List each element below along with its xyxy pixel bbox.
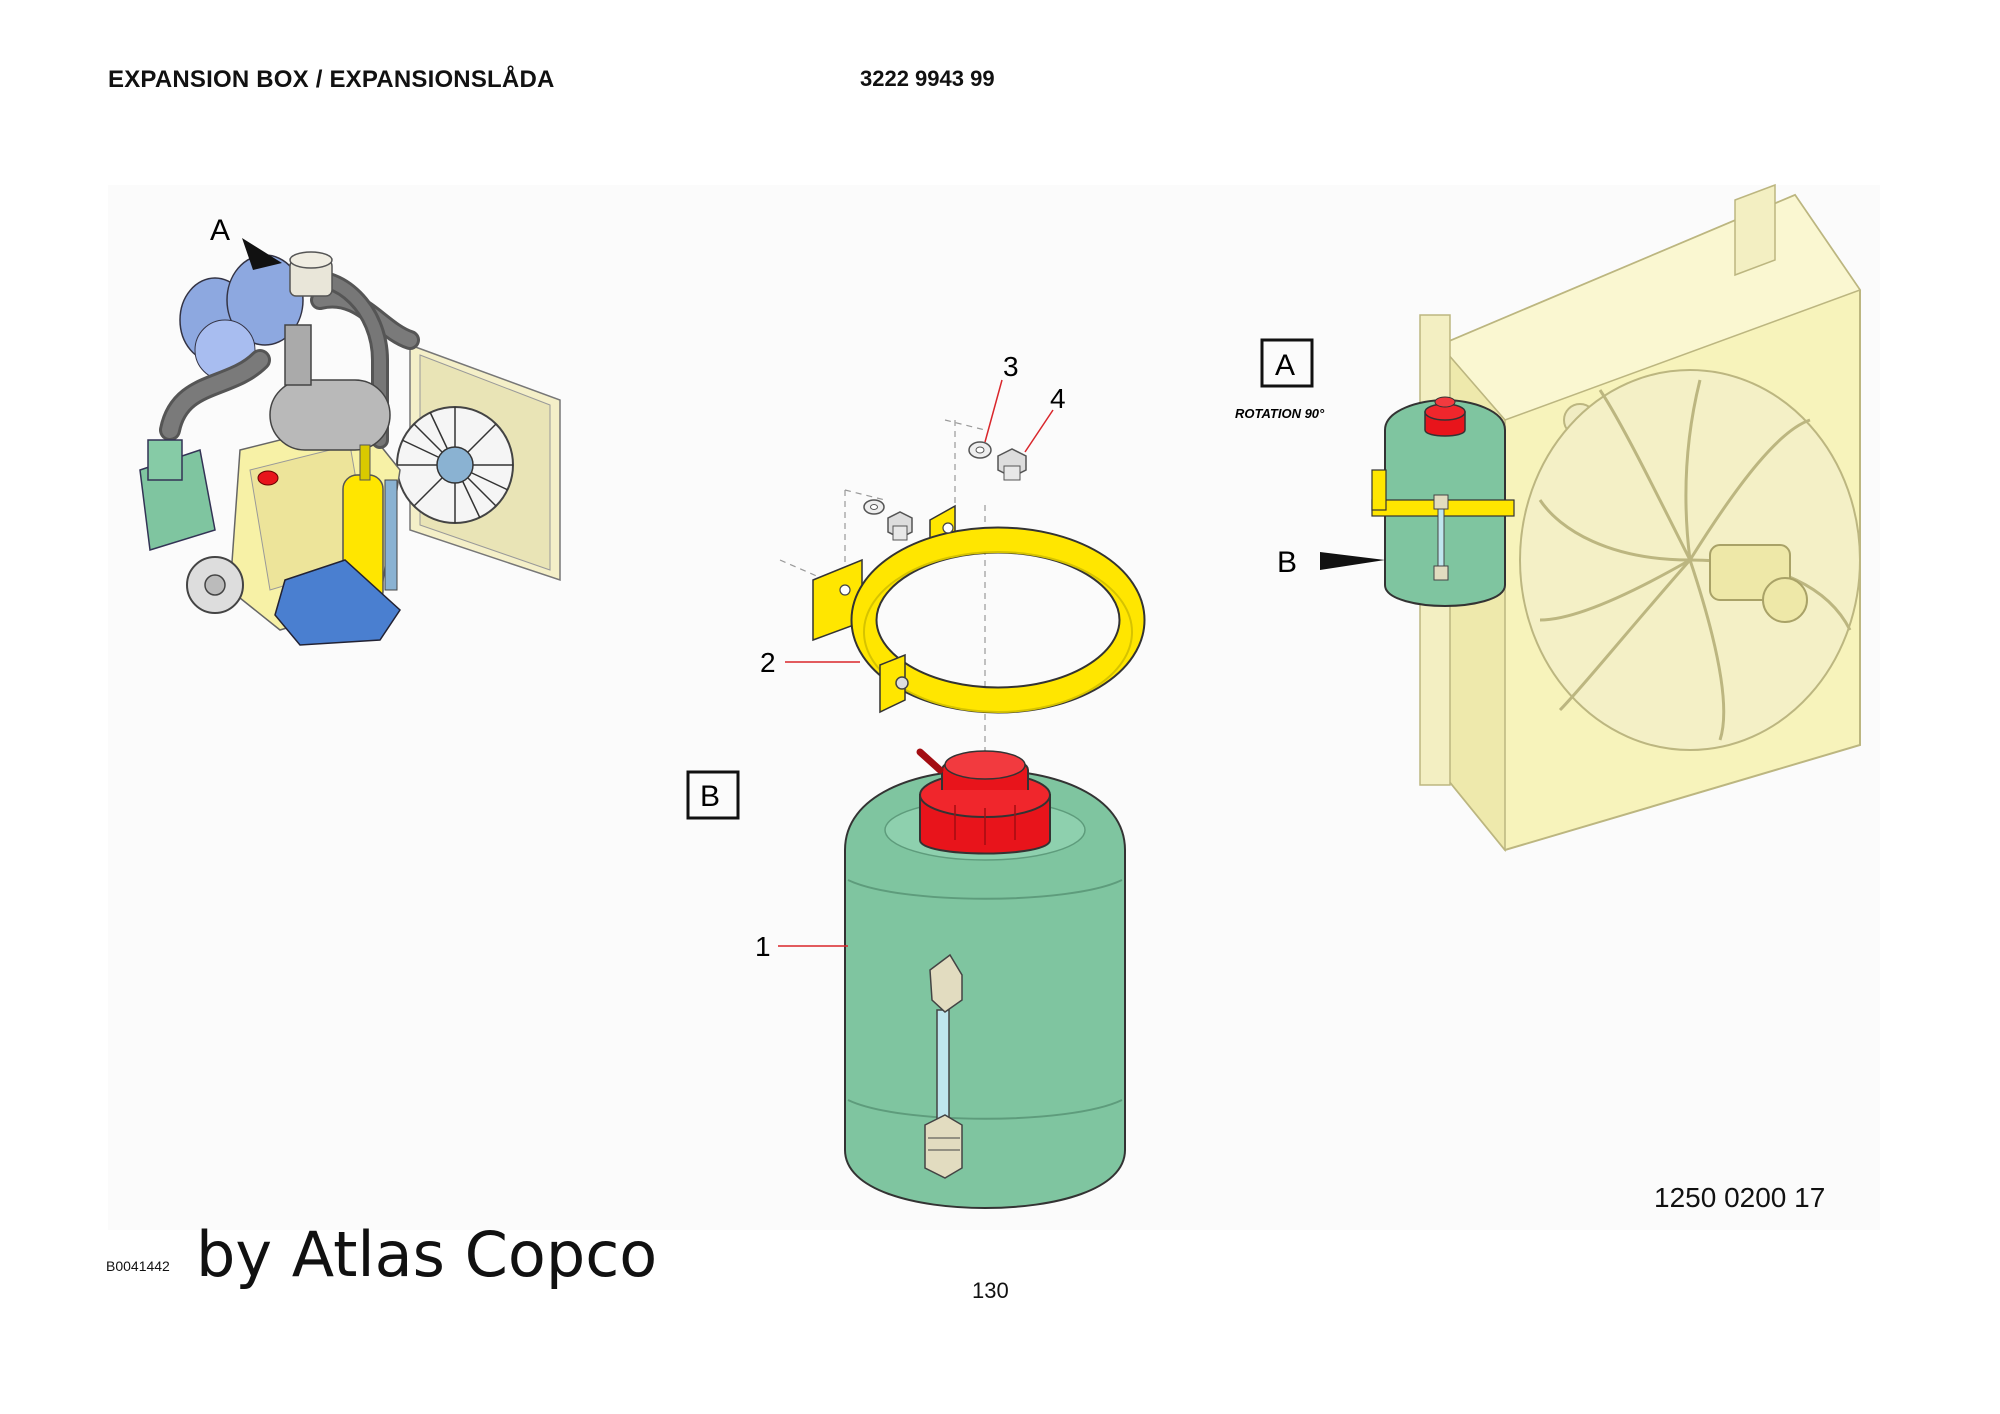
washer-item-3 bbox=[968, 441, 992, 459]
callout-item-1: 1 bbox=[755, 931, 771, 962]
callout-leaders bbox=[778, 379, 1054, 947]
watermark-text: by Atlas Copco bbox=[196, 1218, 658, 1291]
drawing-number: B0041442 bbox=[106, 1258, 170, 1274]
bolt-item-4 bbox=[997, 448, 1027, 481]
view-a-arrow bbox=[242, 238, 282, 270]
rotation-note: ROTATION 90° bbox=[1235, 406, 1325, 421]
page-number: 130 bbox=[972, 1278, 1009, 1303]
view-a-box bbox=[1260, 338, 1314, 388]
filler-cap bbox=[916, 748, 1051, 855]
view-b-box-label: B bbox=[700, 780, 720, 813]
assembly-guide-lines bbox=[779, 419, 986, 760]
view-b-arrow bbox=[1320, 552, 1385, 570]
view-a-arrow-label: A bbox=[210, 214, 230, 247]
view-a-box-label: A bbox=[1275, 349, 1295, 382]
view-b-box bbox=[686, 770, 740, 820]
part-number: 3222 9943 99 bbox=[860, 66, 995, 91]
engine-assembly-illustration bbox=[139, 251, 561, 646]
page-title: EXPANSION BOX / EXPANSIONSLÅDA bbox=[108, 66, 555, 93]
washer-and-bolt-lower bbox=[863, 499, 913, 541]
expansion-tank-installed bbox=[1371, 396, 1515, 608]
callout-item-2: 2 bbox=[760, 647, 776, 678]
clamp-ring-item-2 bbox=[812, 504, 1146, 714]
callout-item-4: 4 bbox=[1050, 383, 1066, 414]
callout-item-3: 3 bbox=[1003, 351, 1019, 382]
view-b-arrow-label: B bbox=[1277, 546, 1297, 579]
figure-reference: 1250 0200 17 bbox=[1654, 1182, 1826, 1213]
